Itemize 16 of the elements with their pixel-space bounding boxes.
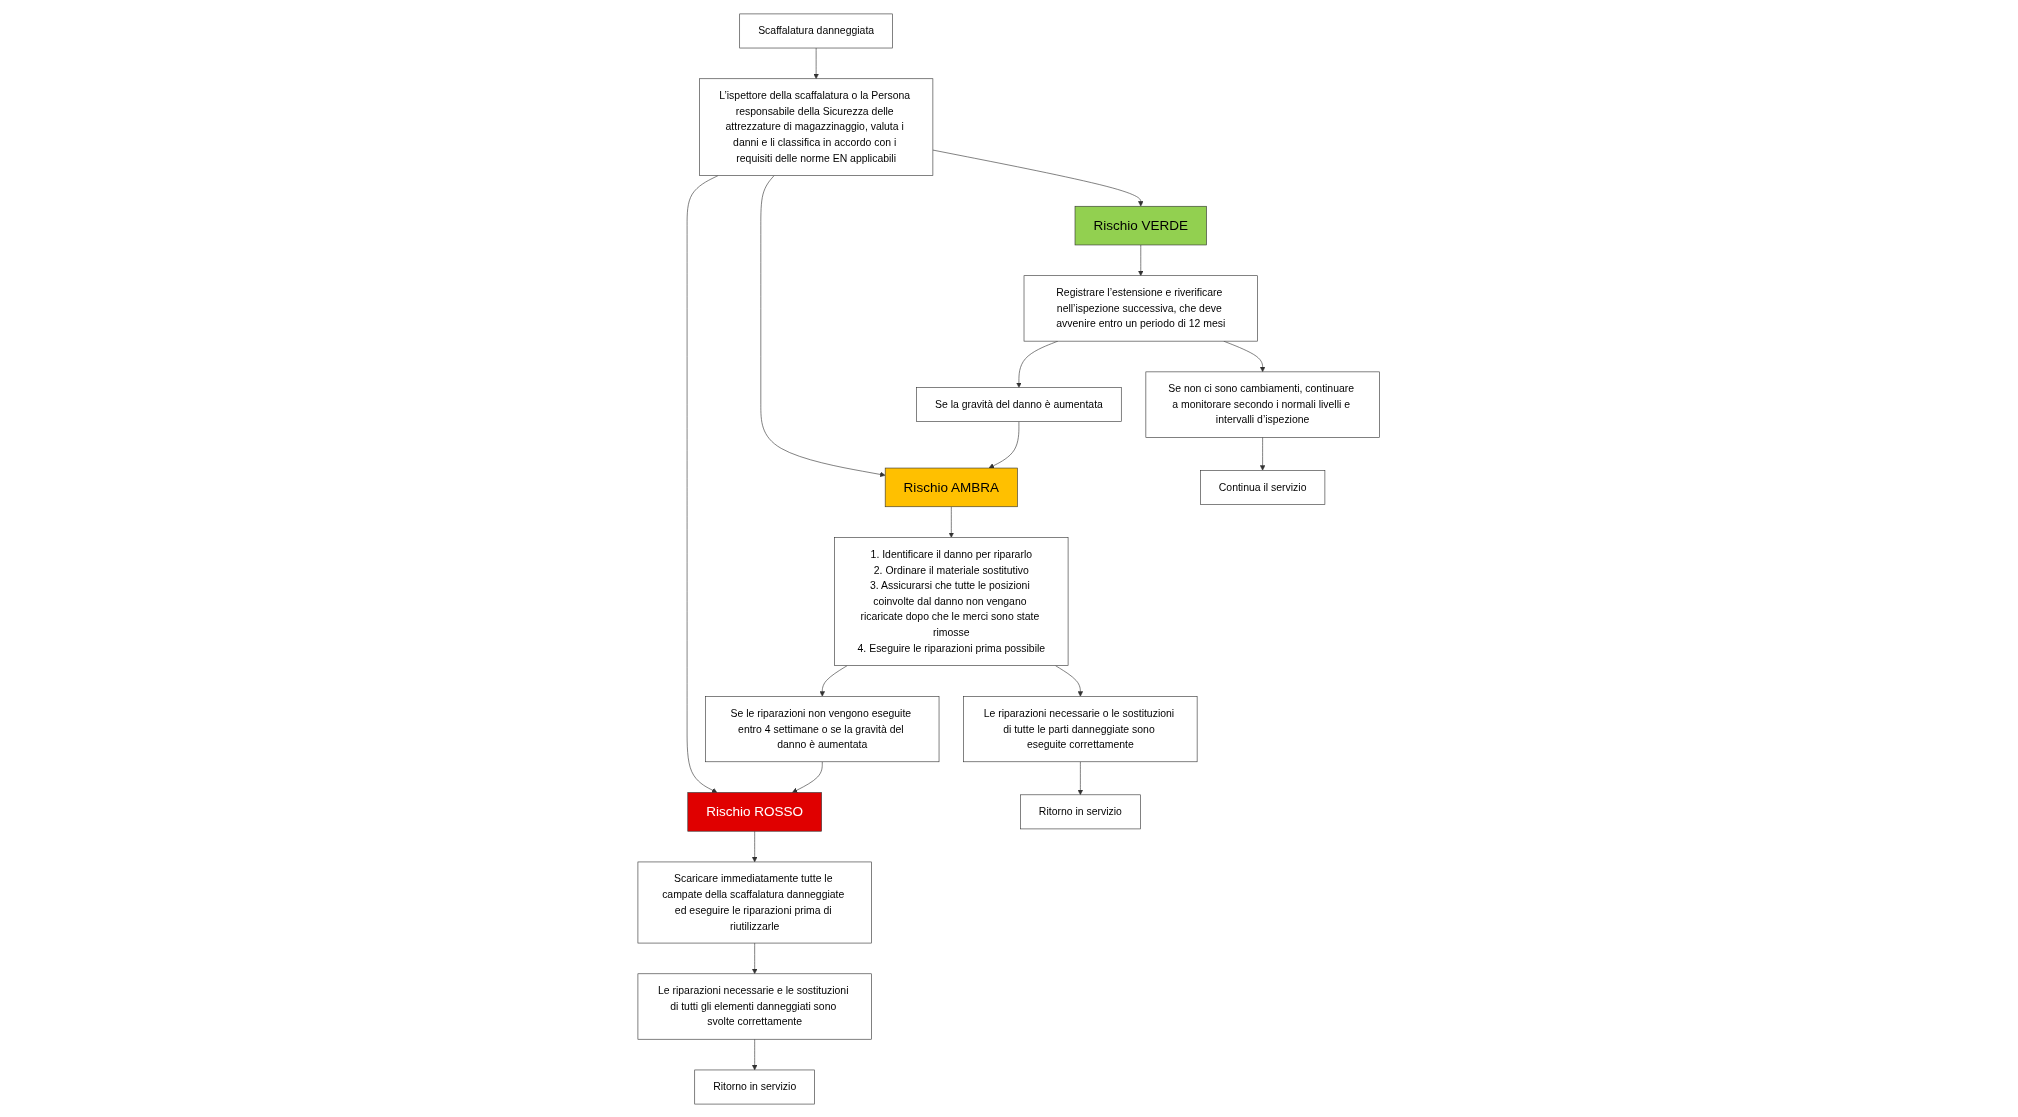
node-box: Ritorno in servizio xyxy=(1020,794,1141,829)
node-box: Rischio VERDE xyxy=(1075,205,1208,245)
node-box: L’ispettore della scaffalatura o la Persona responsabile della Sicurezza delle attrezzature di magazzinaggio, valuta i danni e li classifica in accordo con i requisiti delle norme EN applicabili xyxy=(699,77,934,176)
node-box: Le riparazioni necessarie o le sostituzioni di tutte le parti danneggiate sono eseguite correttamente xyxy=(963,695,1198,762)
node-box: Rischio AMBRA xyxy=(885,467,1019,507)
node-box: Registrare l’estensione e riverificare nell’ispezione successiva, che deve avvenire entro un periodo di 12 mesi xyxy=(1024,274,1259,341)
node-box: Rischio ROSSO xyxy=(687,791,823,832)
node-box: Scaffalatura danneggiata xyxy=(739,13,894,48)
node-box: Le riparazioni necessarie e le sostituzioni di tutti gli elementi danneggiati sono svolte correttamente xyxy=(637,973,873,1040)
node-box: Scaricare immediatamente tutte le campate della scaffalatura danneggiate ed eseguire le riparazioni prima di riutilizzarle xyxy=(637,861,873,943)
node-box: Continua il servizio xyxy=(1200,469,1326,505)
node-box: 1. Identificare il danno per ripararlo 2. Ordinare il materiale sostitutivo 3. Assicurarsi che tutte le posizioni coinvolte dal danno non vengano ricaricate dopo che le merci sono state rimosse 4. Eseguire le riparazioni prima possibile xyxy=(834,536,1069,666)
node-box: Se non ci sono cambiamenti, continuare a monitorare secondo i normali livelli e intervalli d’ispezione xyxy=(1145,371,1381,438)
node-box: Se le riparazioni non vengono eseguite entro 4 settimane o se la gravità del danno è aumentata xyxy=(705,695,940,762)
node-box: Se la gravità del danno è aumentata xyxy=(916,386,1122,422)
node-box: Ritorno in servizio xyxy=(694,1069,816,1104)
